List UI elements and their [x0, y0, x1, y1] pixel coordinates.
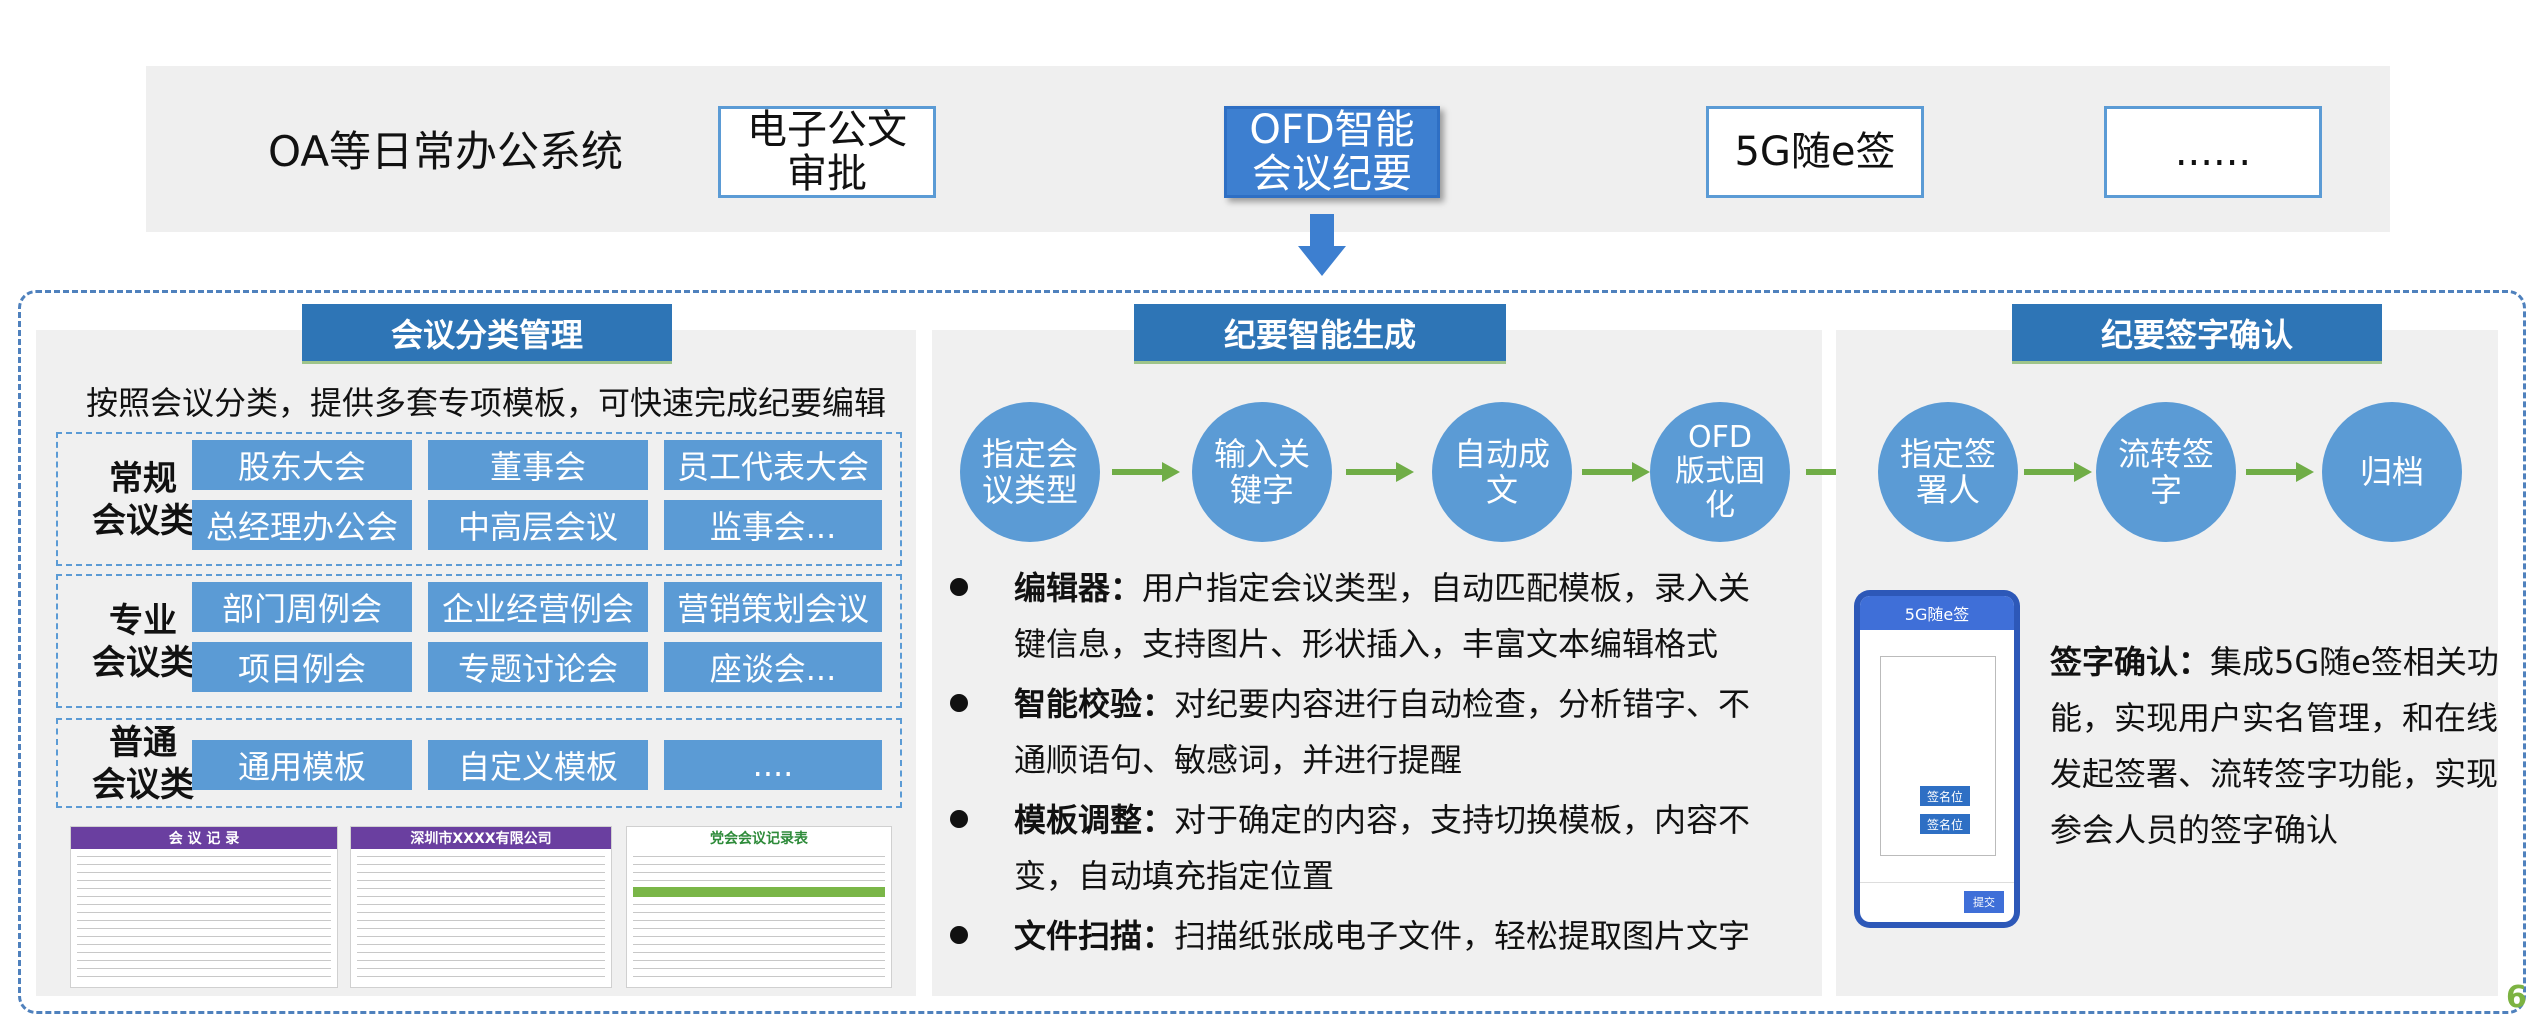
bullet-dot: [950, 810, 968, 828]
tag-project[interactable]: 项目例会: [192, 642, 412, 692]
bullet-dot: [950, 578, 968, 596]
tag-topic[interactable]: 专题讨论会: [428, 642, 648, 692]
group-general-label: 普通 会议类: [92, 723, 194, 805]
phone-mockup: 5G随e签 签名位 签名位 提交: [1854, 590, 2020, 928]
5g-esign-box[interactable]: 5G随e签: [1706, 106, 1924, 198]
arrow-right-icon: [1346, 462, 1414, 482]
template-thumbnail-1[interactable]: 会 议 记 录: [70, 826, 338, 988]
step-route-sign: 流转签 字: [2096, 402, 2236, 542]
bullet-scan: 文件扫描：扫描纸张成电子文件，轻松提取图片文字: [1014, 917, 1751, 955]
template-thumbnail-3[interactable]: 党会会议记录表: [626, 826, 892, 988]
ofd-minutes-label: OFD智能 会议纪要: [1249, 107, 1415, 197]
group-regular: 常规 会议类: [56, 432, 902, 566]
phone-footer: 提交: [1860, 882, 2014, 922]
thumbnail-3-title: 党会会议记录表: [627, 827, 891, 849]
thumbnail-1-title: 会 议 记 录: [71, 827, 337, 849]
group-regular-label: 常规 会议类: [92, 459, 194, 541]
step-assign-signer: 指定签 署人: [1878, 402, 2018, 542]
panel-category-title: 会议分类管理: [302, 304, 672, 364]
5g-esign-label: 5G随e签: [1734, 129, 1896, 175]
tag-custom-template[interactable]: 自定义模板: [428, 740, 648, 790]
phone-sign-button[interactable]: 签名位: [1920, 814, 1970, 834]
bullet-dot: [950, 926, 968, 944]
arrow-right-icon: [1582, 462, 1650, 482]
step-archive: 归档: [2322, 402, 2462, 542]
bullet-template: 模板调整：对于确定的内容，支持切换模板，内容不变，自动填充指定位置: [1014, 801, 1751, 895]
doc-approval-label: 电子公文 审批: [747, 107, 907, 197]
template-thumbnail-2[interactable]: 深圳市XXXX有限公司: [350, 826, 612, 988]
doc-approval-box[interactable]: 电子公文 审批: [718, 106, 936, 198]
arrow-right-icon: [1112, 462, 1180, 482]
tag-operations[interactable]: 企业经营例会: [428, 582, 648, 632]
step-keywords: 输入关 键字: [1192, 402, 1332, 542]
group-general: 普通 会议类: [56, 718, 902, 808]
tag-supervisors[interactable]: 监事会...: [664, 500, 882, 550]
tag-gm-office[interactable]: 总经理办公会: [192, 500, 412, 550]
arrow-right-icon: [2024, 462, 2092, 482]
step-ofd-fix: OFD 版式固 化: [1650, 402, 1790, 542]
tag-forum[interactable]: 座谈会...: [664, 642, 882, 692]
down-arrow-icon: [1298, 214, 1346, 276]
page-number: 6: [2506, 980, 2527, 1015]
group-professional: 专业 会议类: [56, 574, 902, 708]
tag-dept-weekly[interactable]: 部门周例会: [192, 582, 412, 632]
bullet-editor: 编辑器：用户指定会议类型，自动匹配模板，录入关键信息，支持图片、形状插入，丰富文…: [1014, 569, 1751, 663]
signing-description: 签字确认：集成5G随e签相关功能，实现用户实名管理，和在线发起签署、流转签字功能…: [2050, 643, 2499, 849]
system-label: OA等日常办公系统: [268, 127, 624, 176]
tag-marketing[interactable]: 营销策划会议: [664, 582, 882, 632]
module-frame: [18, 290, 2526, 1014]
more-box[interactable]: ......: [2104, 106, 2322, 198]
ofd-minutes-box[interactable]: OFD智能 会议纪要: [1224, 106, 1440, 198]
step-auto-text: 自动成 文: [1432, 402, 1572, 542]
phone-app-title: 5G随e签: [1860, 596, 2014, 630]
tag-generic-template[interactable]: 通用模板: [192, 740, 412, 790]
group-professional-label: 专业 会议类: [92, 601, 194, 683]
phone-document: [1880, 656, 1996, 856]
more-label: ......: [2174, 129, 2252, 175]
panel-signing-title: 纪要签字确认: [2012, 304, 2382, 364]
tag-employee-rep[interactable]: 员工代表大会: [664, 440, 882, 490]
thumbnail-2-title: 深圳市XXXX有限公司: [351, 827, 611, 849]
arrow-right-icon: [2246, 462, 2314, 482]
step-meeting-type: 指定会 议类型: [960, 402, 1100, 542]
panel-generation-title: 纪要智能生成: [1134, 304, 1506, 364]
bullet-check: 智能校验：对纪要内容进行自动检查，分析错字、不通顺语句、敏感词，并进行提醒: [1014, 685, 1751, 779]
tag-board[interactable]: 董事会: [428, 440, 648, 490]
tag-more-templates[interactable]: ....: [664, 740, 882, 790]
bullet-dot: [950, 694, 968, 712]
phone-submit-button[interactable]: 提交: [1964, 891, 2004, 913]
phone-sign-button[interactable]: 签名位: [1920, 786, 1970, 806]
tag-shareholders[interactable]: 股东大会: [192, 440, 412, 490]
tag-management[interactable]: 中高层会议: [428, 500, 648, 550]
panel-category-subtitle: 按照会议分类，提供多套专项模板，可快速完成纪要编辑: [86, 384, 887, 422]
